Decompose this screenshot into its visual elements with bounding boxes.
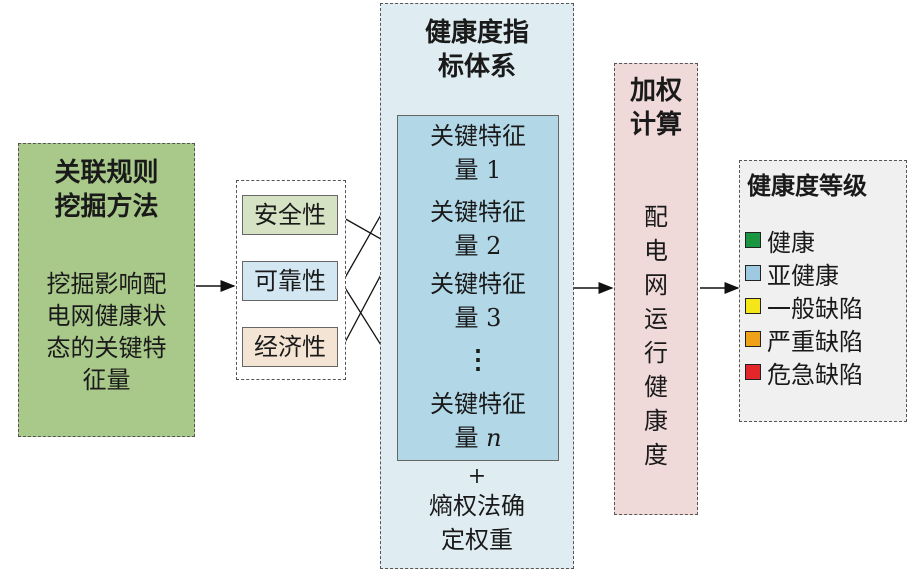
mining-title-line1: 关联规则: [54, 158, 159, 188]
grade-item-serious-defect: 严重缺陷: [745, 325, 863, 356]
attribute-safety: 安全性: [242, 195, 338, 235]
feature1-line1: 关键特征: [430, 122, 526, 150]
weighting-char-4: 运: [644, 305, 668, 333]
mining-desc-line1: 挖掘影响配: [46, 270, 167, 298]
featureN-index-symbol: n: [486, 424, 502, 452]
weighting-char-2: 电: [644, 237, 668, 265]
feature1-line2: 量 1: [454, 156, 502, 184]
attribute-economy: 经济性: [242, 327, 338, 367]
featureN-line1: 关键特征: [430, 390, 526, 418]
grade-label-serious-defect: 严重缺陷: [767, 327, 863, 356]
grade-swatch-healthy: [745, 232, 761, 248]
attributes-box: 安全性 可靠性 经济性: [236, 180, 346, 380]
grade-swatch-serious-defect: [745, 331, 761, 347]
feature3-line2: 量 3: [454, 304, 502, 332]
grades-title: 健康度等级: [747, 172, 867, 200]
grade-label-subhealthy: 亚健康: [767, 261, 839, 290]
grade-item-general-defect: 一般缺陷: [745, 292, 863, 323]
featureN-line2: 量 n: [398, 422, 558, 454]
plus-sign: +: [467, 464, 487, 489]
method-line1: 熵权法确: [429, 492, 525, 520]
grade-swatch-general-defect: [745, 298, 761, 314]
feature2-line1: 关键特征: [430, 198, 526, 226]
mining-desc-line2: 电网健康状: [46, 302, 167, 330]
weighting-title-line2: 计算: [629, 110, 682, 140]
weighting-char-6: 健: [644, 373, 668, 401]
weighting-box: 加权 计算 配 电 网 运 行 健 康 度: [614, 63, 698, 515]
grade-item-subhealthy: 亚健康: [745, 259, 839, 290]
mining-method-box: 关联规则 挖掘方法 挖掘影响配 电网健康状 态的关键特 征量: [18, 143, 195, 437]
attribute-reliability: 可靠性: [242, 261, 338, 301]
grade-label-healthy: 健康: [767, 228, 815, 257]
grade-swatch-subhealthy: [745, 265, 761, 281]
grade-swatch-critical-defect: [745, 364, 761, 380]
grade-item-critical-defect: 危急缺陷: [745, 358, 863, 389]
index-system-box: 健康度指 标体系 关键特征 量 1 关键特征 量 2 关键特征 量 3 ⋮ 关键…: [380, 3, 574, 569]
featureN-line2-text: 量 n: [454, 424, 502, 452]
index-title-line1: 健康度指: [424, 18, 529, 48]
method-line2: 定权重: [441, 526, 513, 554]
feature3-line1: 关键特征: [430, 270, 526, 298]
index-title-line2: 标体系: [437, 52, 516, 82]
health-grades-box: [739, 160, 907, 422]
weighting-char-3: 网: [644, 271, 668, 299]
mining-desc-line4: 征量: [82, 366, 131, 394]
weighting-title-line1: 加权: [629, 76, 682, 106]
weighting-char-7: 康: [644, 407, 668, 435]
grade-label-critical-defect: 危急缺陷: [767, 360, 863, 389]
weighting-char-8: 度: [644, 441, 668, 469]
grade-label-general-defect: 一般缺陷: [767, 294, 863, 323]
feature-ellipsis: ⋮: [465, 345, 491, 375]
mining-title-line2: 挖掘方法: [54, 192, 159, 222]
weighting-char-1: 配: [644, 203, 668, 231]
weighting-char-5: 行: [644, 339, 668, 367]
feature-list-panel: 关键特征 量 1 关键特征 量 2 关键特征 量 3 ⋮ 关键特征 量 n: [397, 115, 559, 461]
grade-item-healthy: 健康: [745, 226, 815, 257]
feature2-line2: 量 2: [454, 232, 502, 260]
mining-desc-line3: 态的关键特: [46, 334, 167, 362]
